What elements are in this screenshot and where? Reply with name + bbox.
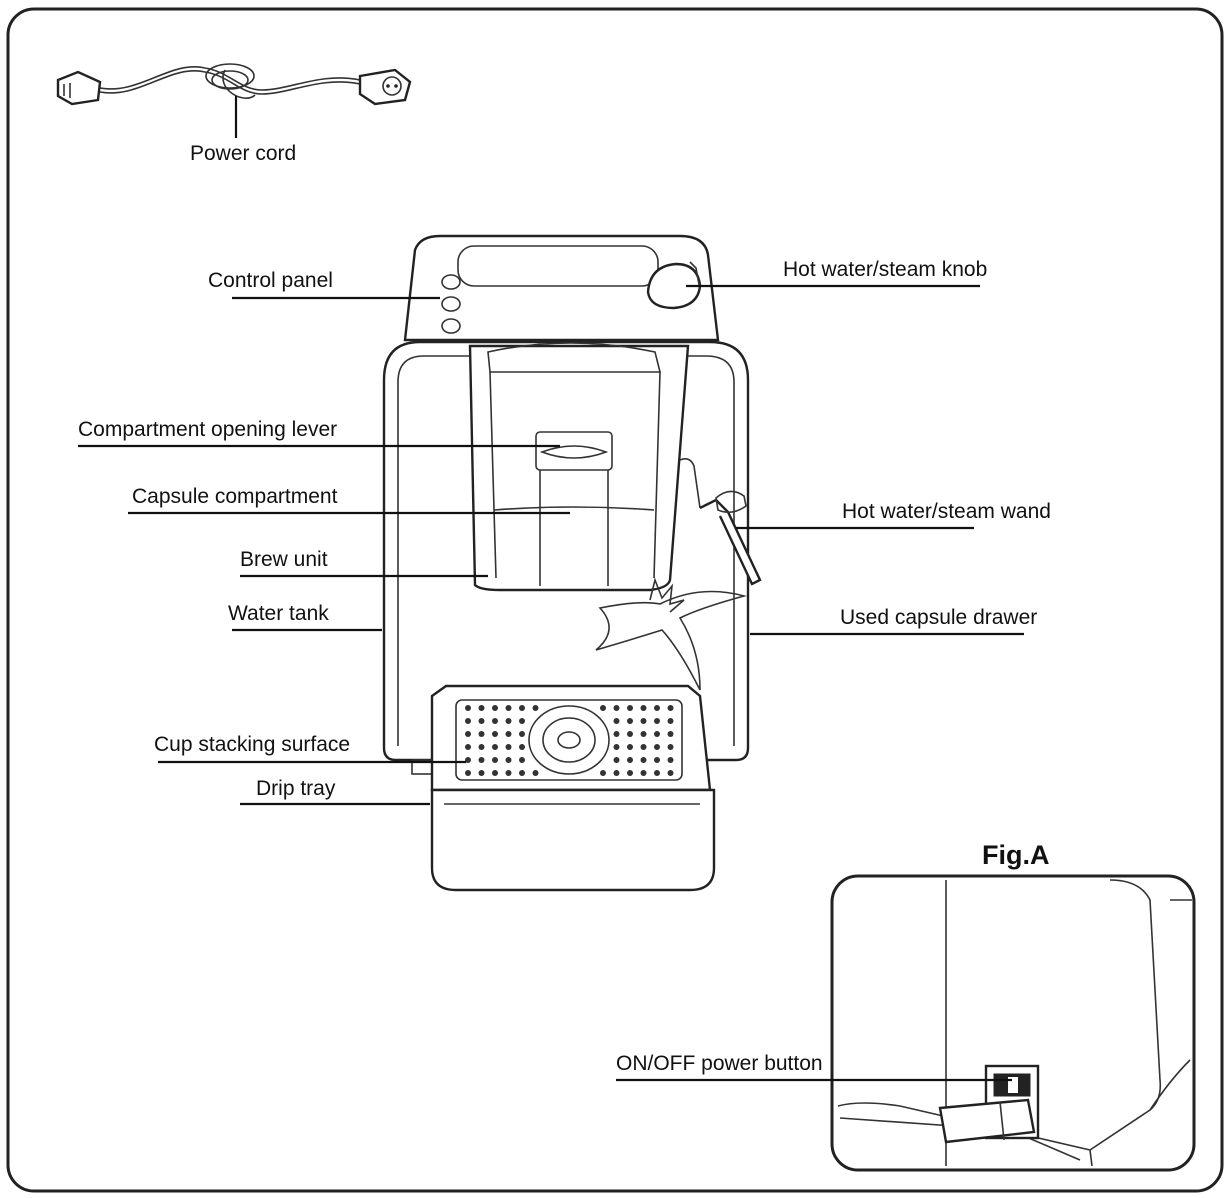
drip-dot bbox=[640, 705, 647, 711]
drip-dot bbox=[667, 744, 674, 750]
drip-dot bbox=[640, 718, 647, 724]
drip-dot bbox=[654, 744, 660, 750]
drip-dot bbox=[640, 731, 647, 737]
drip-dot bbox=[465, 731, 471, 737]
used-capsule-drawer-label: Used capsule drawer bbox=[840, 606, 1037, 629]
drip-dot bbox=[613, 757, 620, 763]
drip-dot bbox=[505, 731, 512, 737]
drip-dot bbox=[465, 718, 471, 724]
drip-grid-dots bbox=[465, 705, 674, 776]
control-button-1 bbox=[441, 274, 461, 290]
fig-a-label: Fig.A bbox=[982, 840, 1050, 870]
drip-dot bbox=[478, 744, 485, 750]
cup-stacking-surface-label: Cup stacking surface bbox=[154, 733, 350, 756]
power-cord-illustration bbox=[56, 63, 412, 106]
drip-dot bbox=[492, 757, 498, 763]
drip-dot bbox=[654, 757, 660, 763]
drip-dot bbox=[478, 757, 485, 763]
drip-dot bbox=[640, 770, 647, 776]
control-button-2 bbox=[441, 296, 461, 312]
drip-dot bbox=[492, 731, 498, 737]
drip-dot bbox=[519, 718, 525, 724]
drip-dot bbox=[667, 718, 674, 724]
drip-dot bbox=[465, 770, 471, 776]
drip-dot bbox=[465, 705, 471, 711]
drip-dot bbox=[667, 731, 674, 737]
drip-dot bbox=[667, 705, 674, 711]
water-tank-label: Water tank bbox=[228, 602, 329, 625]
drip-dot bbox=[519, 770, 525, 776]
drip-dot bbox=[478, 731, 485, 737]
drip-dot bbox=[478, 770, 485, 776]
drip-dot bbox=[519, 744, 525, 750]
lever-shape bbox=[535, 431, 613, 471]
drip-dot bbox=[613, 731, 620, 737]
brew-unit-label: Brew unit bbox=[240, 548, 328, 571]
coffee-machine-illustration bbox=[382, 234, 762, 892]
hot-water-steam-wand-label: Hot water/steam wand bbox=[842, 500, 1051, 523]
drip-dot bbox=[627, 757, 633, 763]
drip-dot bbox=[532, 705, 539, 711]
drip-dot bbox=[640, 757, 647, 763]
drip-dot bbox=[667, 770, 674, 776]
drip-dot bbox=[613, 744, 620, 750]
hot-water-steam-knob-label: Hot water/steam knob bbox=[783, 258, 987, 281]
power-cord-label: Power cord bbox=[190, 142, 296, 165]
control-panel-label: Control panel bbox=[208, 269, 333, 292]
drip-dot bbox=[627, 770, 633, 776]
drip-dot bbox=[627, 705, 633, 711]
drip-dot bbox=[505, 744, 512, 750]
drip-dot bbox=[613, 770, 620, 776]
drip-dot bbox=[465, 744, 471, 750]
drip-dot bbox=[627, 731, 633, 737]
drip-dot bbox=[667, 757, 674, 763]
capsule-compartment-label: Capsule compartment bbox=[132, 485, 338, 508]
drip-dot bbox=[505, 757, 512, 763]
on-off-power-button-label: ON/OFF power button bbox=[616, 1052, 823, 1075]
control-button-3 bbox=[441, 318, 461, 334]
drip-dot bbox=[640, 744, 647, 750]
drip-dot bbox=[505, 770, 512, 776]
drip-dot bbox=[613, 718, 620, 724]
drip-dot bbox=[654, 770, 660, 776]
drip-dot bbox=[613, 705, 620, 711]
drip-dot bbox=[492, 770, 498, 776]
drip-tray-label: Drip tray bbox=[256, 777, 336, 800]
drip-dot bbox=[627, 718, 633, 724]
drip-dot bbox=[654, 731, 660, 737]
drip-dot bbox=[519, 705, 525, 711]
drip-dot bbox=[478, 705, 485, 711]
drip-dot bbox=[519, 731, 525, 737]
fig-a-inset bbox=[830, 874, 1196, 1172]
drip-dot bbox=[600, 705, 606, 711]
drip-dot bbox=[532, 770, 539, 776]
drip-dot bbox=[654, 705, 660, 711]
drip-dot bbox=[519, 757, 525, 763]
compartment-opening-lever-label: Compartment opening lever bbox=[78, 418, 337, 441]
drip-dot bbox=[505, 718, 512, 724]
drip-dot bbox=[627, 744, 633, 750]
drip-dot bbox=[478, 718, 485, 724]
drip-dot bbox=[654, 718, 660, 724]
drip-dot bbox=[492, 718, 498, 724]
drip-dot bbox=[600, 770, 606, 776]
steam-wand-shape bbox=[699, 498, 762, 586]
drip-dot bbox=[492, 705, 498, 711]
drip-dot bbox=[492, 744, 498, 750]
drip-dot bbox=[505, 705, 512, 711]
drip-dot bbox=[465, 757, 471, 763]
